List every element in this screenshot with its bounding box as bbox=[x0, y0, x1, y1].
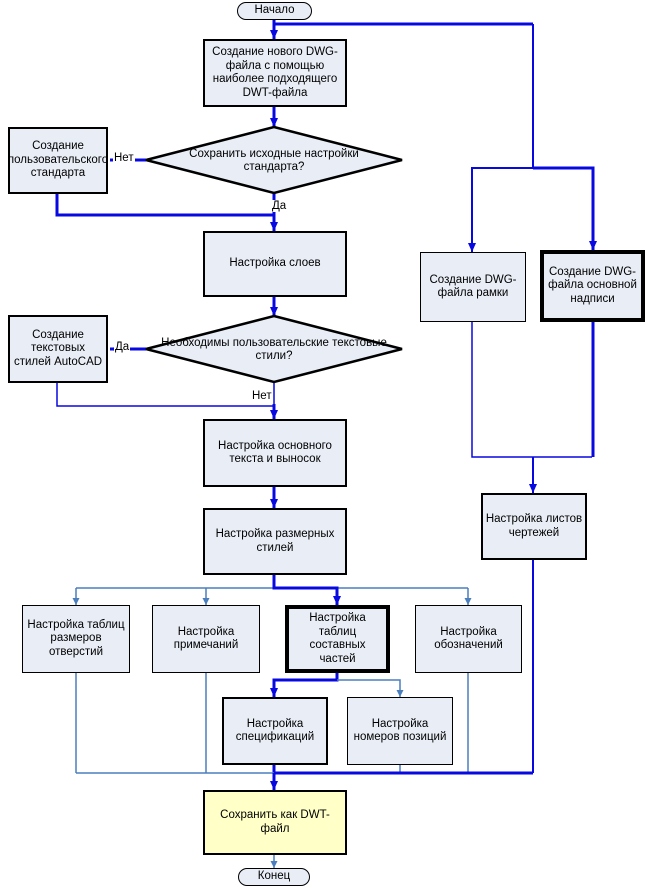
step-hole-tables: Настройка таблиц размеров отверстий bbox=[22, 605, 130, 673]
step-frame-dwg: Создание DWG-файла рамки bbox=[420, 252, 526, 322]
step-parts-tables: Настройка таблиц составных частей bbox=[285, 605, 390, 673]
step-title-block-dwg: Создание DWG-файла основной надписи bbox=[540, 250, 645, 322]
step-notes: Настройка примечаний bbox=[152, 605, 260, 673]
step-create-dwg: Создание нового DWG-файла с помощью наиб… bbox=[203, 39, 347, 107]
label-yes-text-styles: Да bbox=[114, 341, 131, 353]
decision-text-styles bbox=[145, 314, 403, 384]
decision-keep-standard bbox=[145, 125, 403, 195]
label-no-text-styles: Нет bbox=[251, 390, 273, 402]
step-layers: Настройка слоев bbox=[203, 231, 347, 297]
start-terminator: Начало bbox=[237, 2, 312, 20]
step-dim-styles: Настройка размерных стилей bbox=[203, 508, 347, 575]
decision-text-styles-label: Необходимы пользовательские текстовые ст… bbox=[161, 336, 387, 363]
label-no-keep-standard: Нет bbox=[113, 152, 135, 164]
decision-keep-standard-label: Сохранить исходные настройки стандарта? bbox=[189, 147, 359, 174]
step-create-text-styles: Создание текстовых стилей AutoCAD bbox=[8, 315, 108, 383]
step-create-user-standard: Создание пользовательского стандарта bbox=[8, 127, 108, 194]
end-terminator: Конец bbox=[238, 868, 310, 886]
step-symbols: Настройка обозначений bbox=[415, 605, 522, 673]
step-specs: Настройка спецификаций bbox=[222, 697, 328, 765]
step-save-dwt: Сохранить как DWT-файл bbox=[203, 790, 347, 855]
step-main-text: Настройка основного текста и выносок bbox=[203, 419, 347, 487]
step-item-numbers: Настройка номеров позиций bbox=[347, 697, 453, 765]
step-sheets: Настройка листов чертежей bbox=[481, 493, 587, 560]
label-yes-keep-standard: Да bbox=[271, 200, 288, 212]
